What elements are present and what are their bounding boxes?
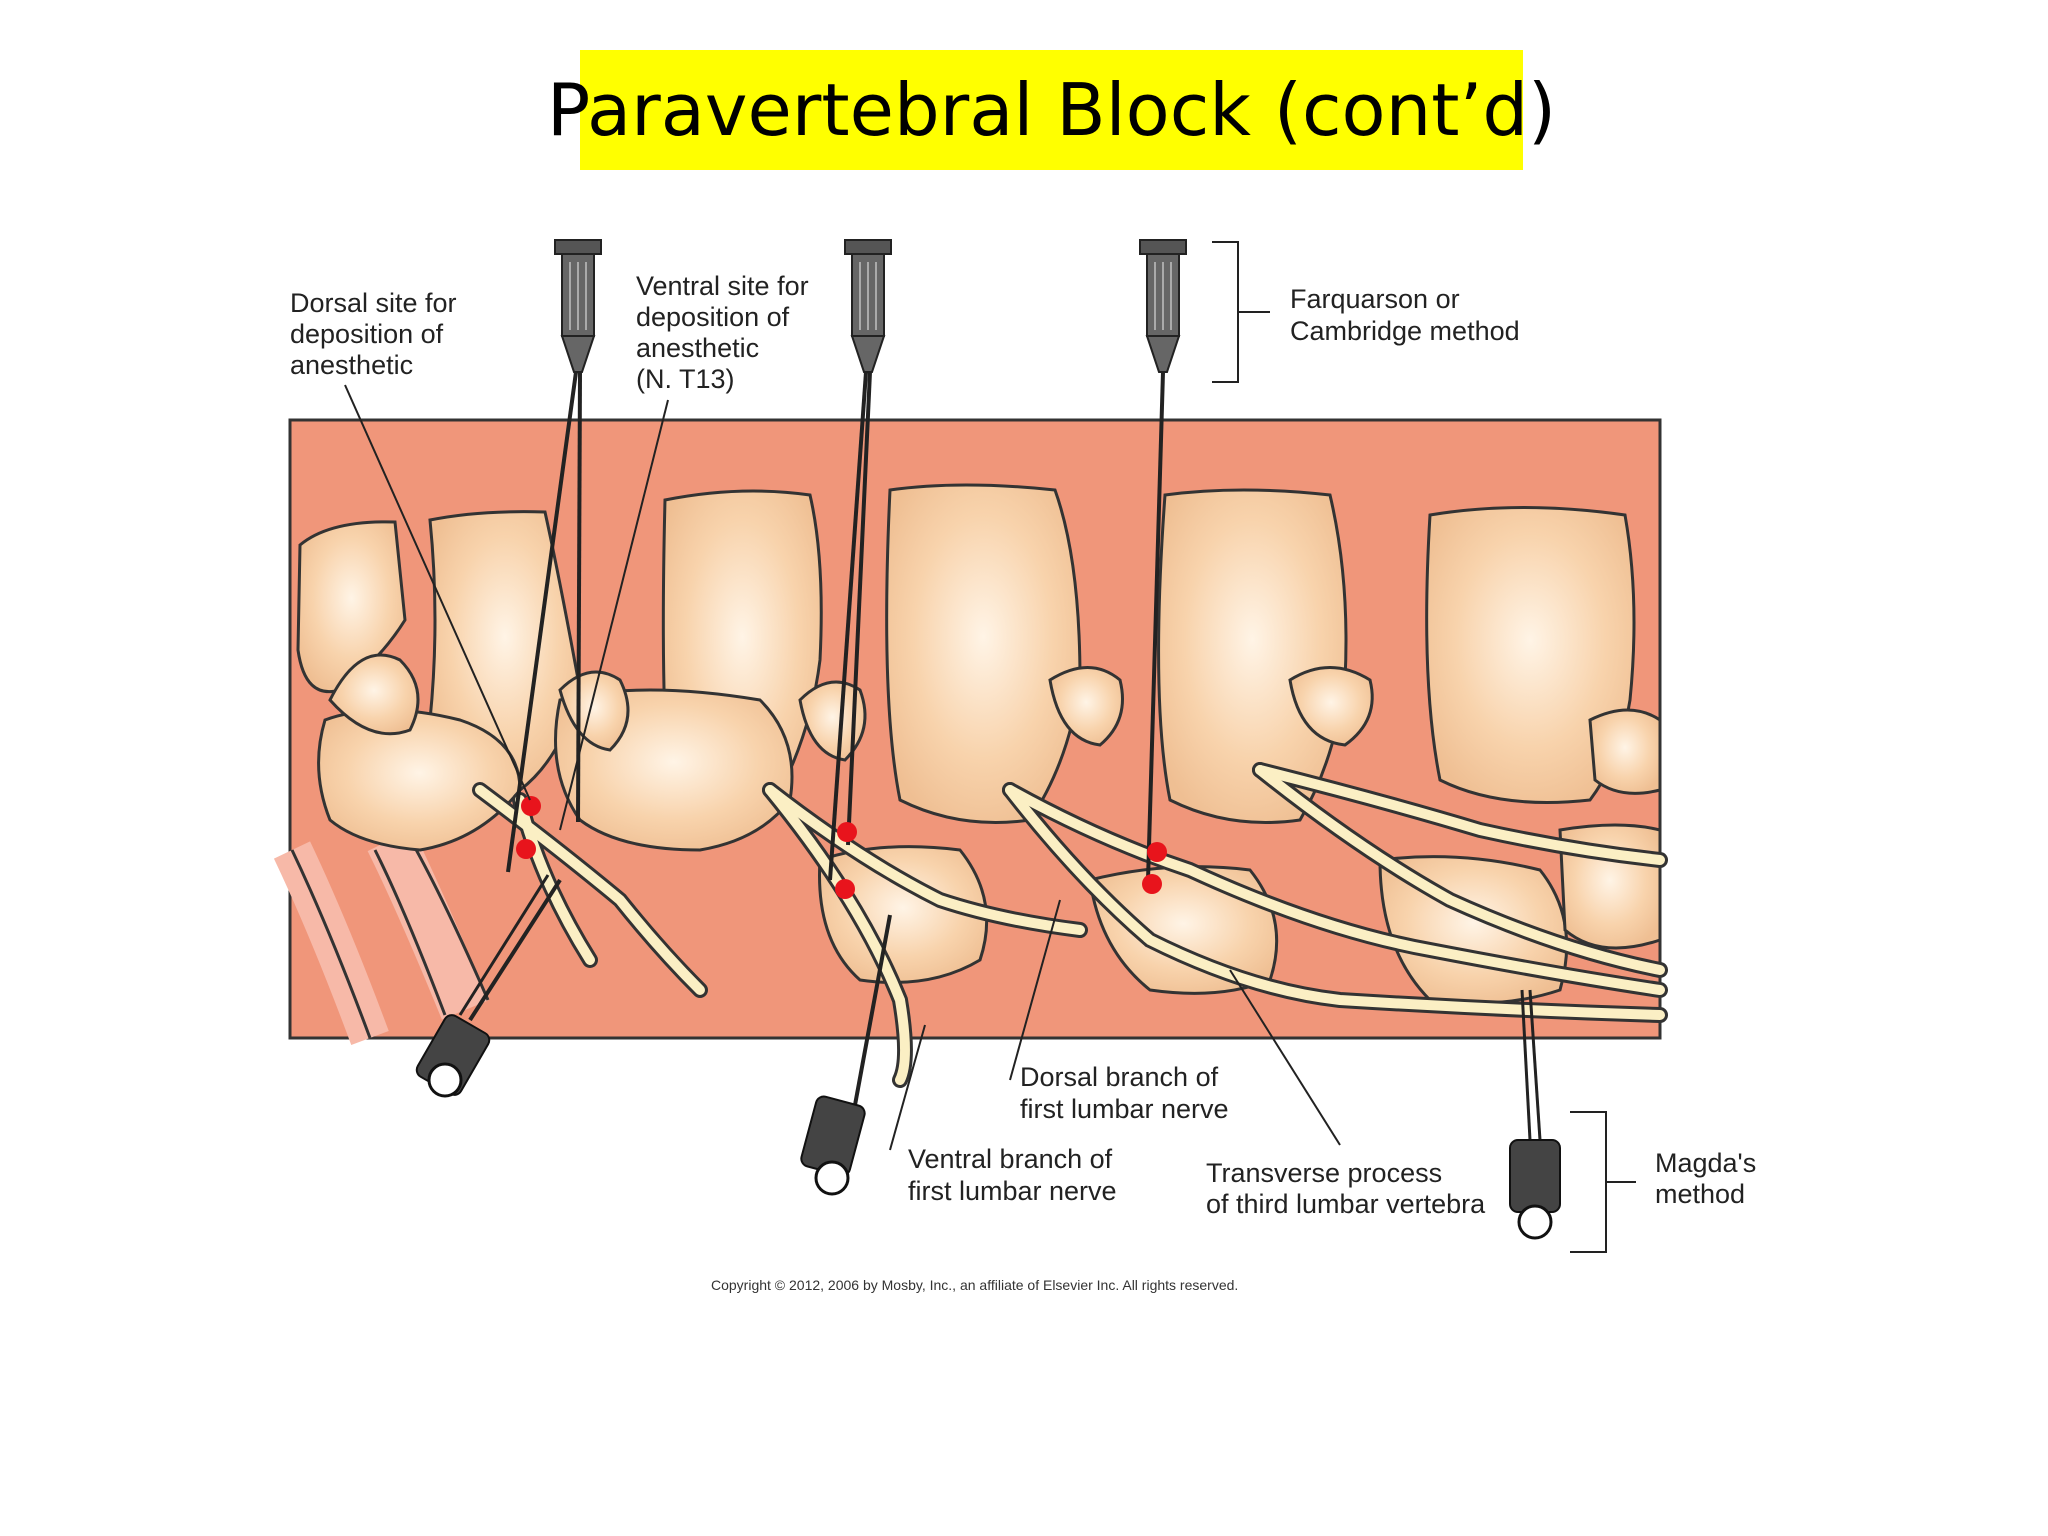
hub-2 bbox=[800, 914, 892, 1196]
spinous-articular-6 bbox=[1588, 708, 1662, 795]
injection-site-dot bbox=[1147, 842, 1167, 862]
label-line: Magda's bbox=[1655, 1148, 1756, 1178]
syringe-2 bbox=[828, 239, 892, 881]
label-line: Cambridge method bbox=[1290, 316, 1520, 346]
label-line: method bbox=[1655, 1179, 1745, 1209]
label-line: anesthetic bbox=[290, 350, 413, 380]
injection-site-dot bbox=[1142, 874, 1162, 894]
transverse-process-1 bbox=[317, 708, 522, 852]
label-line: first lumbar nerve bbox=[908, 1176, 1117, 1206]
label-transverse-process: Transverse process of third lumbar verte… bbox=[1206, 1158, 1486, 1219]
label-dorsal-branch: Dorsal branch of first lumbar nerve bbox=[1020, 1062, 1229, 1124]
injection-site-dot bbox=[835, 879, 855, 899]
label-line: Dorsal branch of bbox=[1020, 1062, 1219, 1092]
syringe-3 bbox=[1139, 239, 1187, 881]
spinous-articular-5 bbox=[1288, 666, 1374, 747]
injection-site-dot bbox=[516, 839, 536, 859]
spinous-articular-1 bbox=[328, 653, 420, 736]
magda-needles bbox=[415, 874, 1561, 1240]
vertebra-2-body bbox=[428, 510, 582, 792]
nerves bbox=[472, 762, 1668, 1088]
spinous-articular-3 bbox=[798, 680, 867, 762]
hub-1 bbox=[415, 874, 562, 1098]
slide-title-box: Paravertebral Block (cont’d) bbox=[547, 50, 1556, 170]
vertebra-1-body bbox=[296, 520, 407, 693]
label-line: of third lumbar vertebra bbox=[1206, 1189, 1486, 1219]
transverse-process-3 bbox=[818, 845, 989, 984]
label-magda-method: Magda's method bbox=[1655, 1148, 1756, 1209]
injection-site-dot bbox=[521, 796, 541, 816]
label-line: anesthetic bbox=[636, 333, 759, 363]
label-line: Transverse process bbox=[1206, 1158, 1442, 1188]
label-line: Ventral branch of bbox=[908, 1144, 1113, 1174]
label-line: (N. T13) bbox=[636, 364, 735, 394]
label-line: first lumbar nerve bbox=[1020, 1094, 1229, 1124]
copyright-notice: Copyright © 2012, 2006 by Mosby, Inc., a… bbox=[711, 1277, 1238, 1293]
farquarson-needles bbox=[506, 239, 1187, 881]
vertebra-4-body bbox=[885, 483, 1082, 824]
label-dorsal-site: Dorsal site for deposition of anesthetic bbox=[290, 288, 457, 380]
label-ventral-branch: Ventral branch of first lumbar nerve bbox=[908, 1144, 1117, 1206]
label-line: deposition of bbox=[636, 302, 790, 332]
blood-vessels bbox=[273, 828, 490, 1045]
vertebrae bbox=[296, 483, 1662, 1005]
leader-lines bbox=[344, 241, 1636, 1253]
label-farquarson-method: Farquarson or Cambridge method bbox=[1290, 284, 1520, 346]
injection-site-dot bbox=[837, 822, 857, 842]
label-line: Dorsal site for bbox=[290, 288, 457, 318]
vertebra-5-body bbox=[1157, 488, 1348, 824]
spinous-articular-4 bbox=[1048, 666, 1124, 747]
injection-sites bbox=[516, 796, 1167, 899]
slide-title: Paravertebral Block (cont’d) bbox=[546, 68, 1557, 152]
syringe-1 bbox=[506, 239, 602, 873]
hub-3 bbox=[1509, 989, 1561, 1240]
label-line: Ventral site for bbox=[636, 271, 809, 301]
label-line: Farquarson or bbox=[1290, 284, 1460, 314]
label-ventral-site: Ventral site for deposition of anestheti… bbox=[636, 271, 809, 394]
label-line: deposition of bbox=[290, 319, 444, 349]
